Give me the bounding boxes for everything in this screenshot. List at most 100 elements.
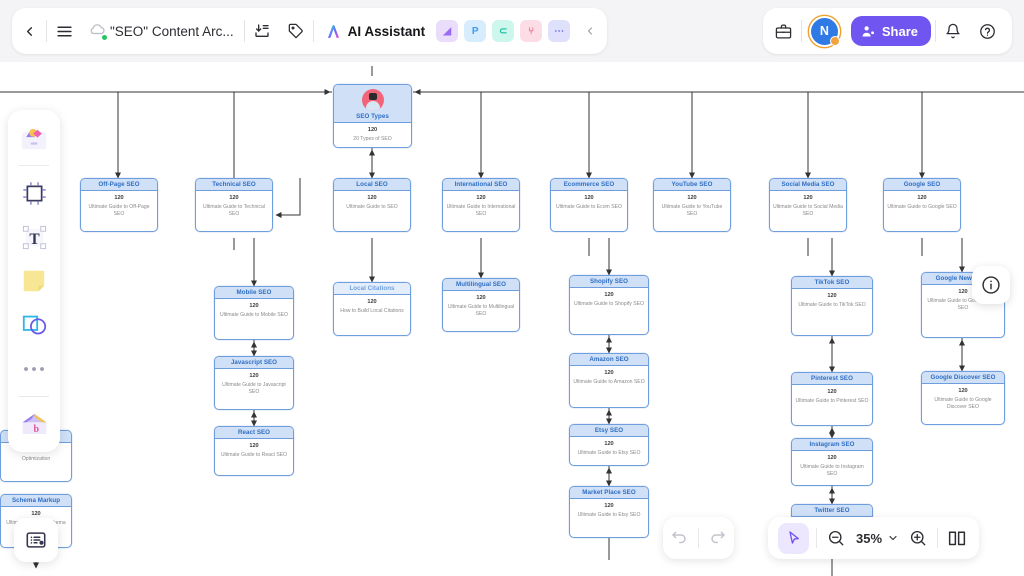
undo-button[interactable] <box>663 517 695 559</box>
node-count: 120 <box>604 503 614 509</box>
node-title: Multilingual SEO <box>443 279 519 291</box>
notifications-button[interactable] <box>936 8 970 54</box>
document-title[interactable]: "SEO" Content Arc... <box>110 23 234 39</box>
shapes-tool[interactable] <box>14 118 54 158</box>
node-count: 120 <box>604 370 614 376</box>
diagram-node-root[interactable]: SEO Types 120 20 Types of SEO <box>333 84 412 148</box>
node-desc: Ultimate Guide to Ecom SEO <box>556 204 622 210</box>
template-tool[interactable]: b <box>14 404 54 444</box>
ai-assistant-button[interactable]: AI Assistant <box>314 22 434 41</box>
divider <box>698 528 699 548</box>
node-title: Google SEO <box>884 179 960 191</box>
zoom-level-value[interactable]: 35% <box>856 530 883 546</box>
node-desc: Ultimate Guide to Shopify SEO <box>574 301 644 307</box>
node-title: Javascript SEO <box>215 357 293 369</box>
ai-sparkle-icon <box>327 24 339 38</box>
svg-text:T: T <box>29 230 40 247</box>
zoom-out-button[interactable] <box>820 517 852 559</box>
text-tool[interactable]: T <box>14 217 54 257</box>
node-title: YouTube SEO <box>654 179 730 191</box>
svg-text:b: b <box>33 424 39 435</box>
back-button[interactable] <box>12 8 46 54</box>
node-title: International SEO <box>443 179 519 191</box>
zoom-in-button[interactable] <box>902 517 934 559</box>
basic-shapes-tool[interactable] <box>14 305 54 345</box>
node-title: Off-Page SEO <box>81 179 157 191</box>
divider <box>800 20 802 42</box>
comment-app-icon[interactable]: ⋯ <box>548 20 571 42</box>
node-body: 120 20 Types of SEO <box>334 123 411 147</box>
workspace-button[interactable] <box>767 8 801 54</box>
presentation-button[interactable] <box>941 517 973 559</box>
more-tools[interactable] <box>14 349 54 389</box>
mindmap-app-icon[interactable]: ⊂ <box>492 20 515 42</box>
node-count: 120 <box>827 293 837 299</box>
flowchart-app-icon[interactable]: ⑂ <box>520 20 543 42</box>
node-desc: Ultimate Guide to YouTube SEO <box>661 204 723 217</box>
zoom-dropdown-button[interactable] <box>884 517 902 559</box>
cursor-select-tool[interactable] <box>778 522 809 554</box>
help-button[interactable] <box>970 8 1004 54</box>
node-count: 120 <box>584 195 594 201</box>
node-count: 120 <box>803 195 813 201</box>
node-title: Etsy SEO <box>570 425 648 437</box>
redo-button[interactable] <box>702 517 734 559</box>
collapse-toolbar-button[interactable] <box>573 8 607 54</box>
info-button[interactable] <box>972 266 1010 304</box>
node-count: 120 <box>367 195 377 201</box>
card-tool[interactable] <box>14 518 58 562</box>
presentation-app-icon[interactable]: P <box>464 20 487 42</box>
menu-button[interactable] <box>47 8 81 54</box>
export-button[interactable] <box>245 8 279 54</box>
share-button[interactable]: Share <box>850 16 931 46</box>
image-app-icon[interactable]: ◢ <box>436 20 459 42</box>
user-avatar[interactable]: N <box>810 17 840 46</box>
sticky-note-tool[interactable] <box>14 261 54 301</box>
avatar <box>361 89 384 111</box>
history-toolbar <box>663 517 734 559</box>
divider <box>46 20 47 42</box>
node-title: Google Discover SEO <box>922 372 1004 384</box>
node-desc: Ultimate Guide to Technical SEO <box>203 204 265 217</box>
doc-toolbar-group: "SEO" Content Arc... <box>12 8 608 54</box>
node-desc: Ultimate Guide to Amazon SEO <box>573 379 645 385</box>
node-title: SEO Types <box>334 111 411 123</box>
node-desc: Ultimate Guide to Google News SEO <box>927 298 999 311</box>
tag-button[interactable] <box>279 8 313 54</box>
frame-tool[interactable] <box>14 173 54 213</box>
node-title: Social Media SEO <box>770 179 846 191</box>
